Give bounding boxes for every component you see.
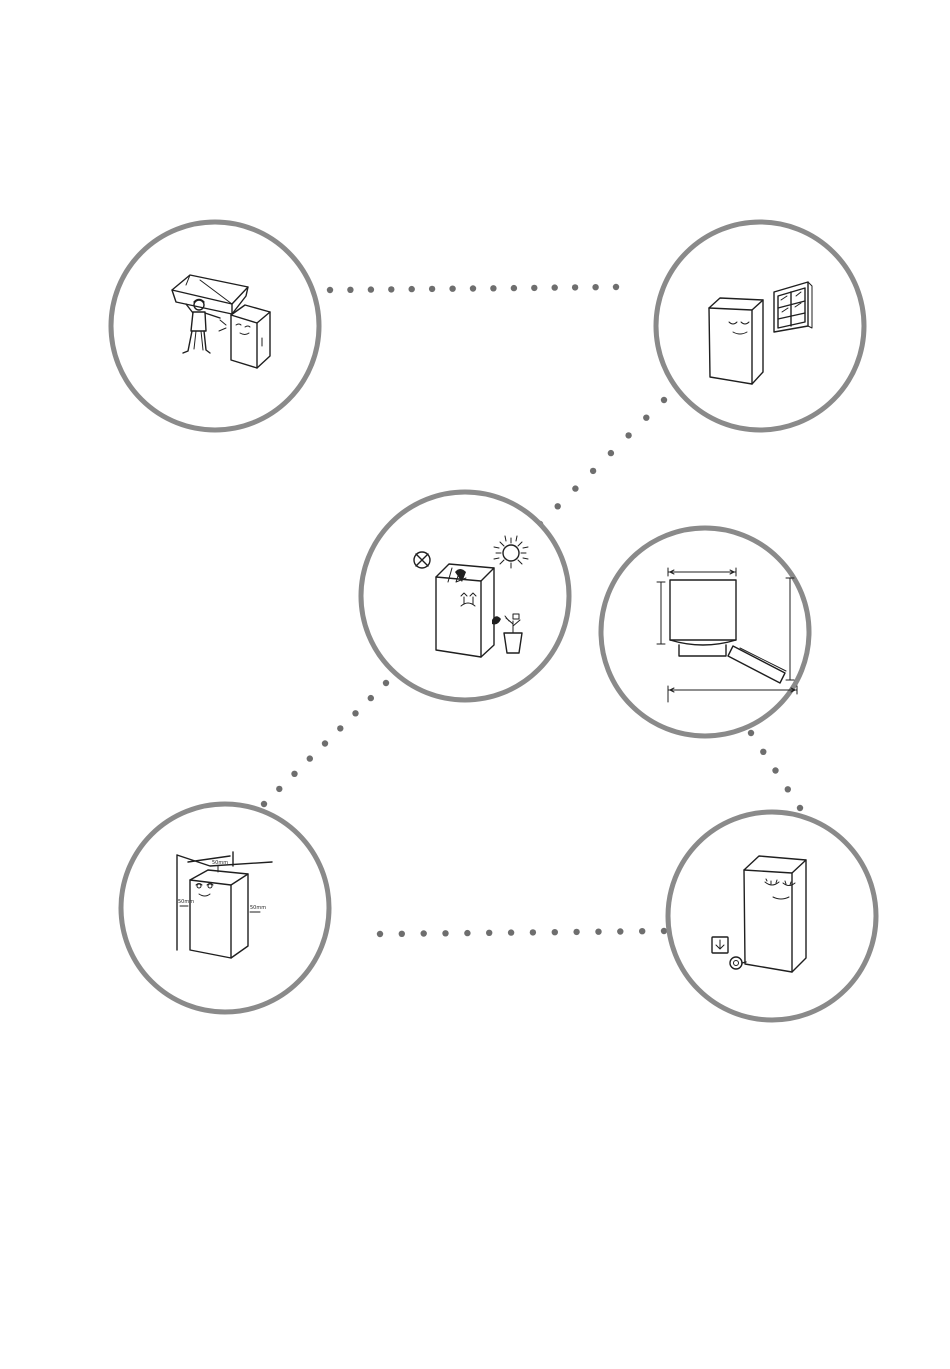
- step-ring: [361, 492, 569, 700]
- connector-dot: [337, 725, 343, 731]
- connector-dot: [530, 929, 536, 935]
- connector-dot: [327, 287, 333, 293]
- connector-dot: [383, 680, 389, 686]
- connector-dot: [511, 285, 517, 291]
- connector-dot: [552, 929, 558, 935]
- connector-dot: [797, 805, 803, 811]
- connector-dot: [531, 285, 537, 291]
- connector-dot: [276, 786, 282, 792]
- connector-dot: [261, 801, 267, 807]
- connector-3-5: [261, 680, 389, 807]
- step-ring: [601, 528, 809, 736]
- connector-dot: [449, 286, 455, 292]
- connector-dot: [661, 397, 667, 403]
- connector-dot: [322, 740, 328, 746]
- step-plug-in: [668, 812, 876, 1020]
- connector-dot: [409, 286, 415, 292]
- clearance-label-side: 50mm: [178, 899, 194, 905]
- connector-1-2: [327, 284, 619, 293]
- connector-dot: [307, 755, 313, 761]
- connector-dot: [617, 928, 623, 934]
- connector-dot: [291, 771, 297, 777]
- connector-2-3: [537, 397, 667, 527]
- connector-dot: [399, 931, 405, 937]
- connector-dot: [572, 284, 578, 290]
- connector-dot: [608, 450, 614, 456]
- step-ring: [656, 222, 864, 430]
- clearance-label-top: 50mm: [212, 860, 228, 866]
- connector-dot: [555, 503, 561, 509]
- connector-dot: [748, 730, 754, 736]
- connector-dot: [490, 285, 496, 291]
- connector-dot: [785, 786, 791, 792]
- connector-dot: [352, 710, 358, 716]
- connector-dot: [625, 432, 631, 438]
- connector-dot: [552, 284, 558, 290]
- connector-dot: [760, 749, 766, 755]
- connector-dot: [592, 284, 598, 290]
- connector-dot: [421, 930, 427, 936]
- connector-dot: [470, 285, 476, 291]
- connector-dot: [388, 286, 394, 292]
- connector-dot: [368, 286, 374, 292]
- step-ring: [121, 804, 329, 1012]
- connector-dot: [595, 929, 601, 935]
- connector-dot: [661, 928, 667, 934]
- connector-dot: [442, 930, 448, 936]
- connector-dot: [368, 695, 374, 701]
- connector-dot: [377, 931, 383, 937]
- step-ring: [668, 812, 876, 1020]
- connector-dot: [347, 287, 353, 293]
- connector-dot: [772, 767, 778, 773]
- step-dimensions: [601, 528, 809, 736]
- connector-4-6: [748, 730, 803, 811]
- connector-dot: [572, 485, 578, 491]
- step-no-sun-heat: [361, 492, 569, 700]
- step-ventilation: [656, 222, 864, 430]
- connector-dot: [429, 286, 435, 292]
- step-ring: [111, 222, 319, 430]
- connector-5-6: [377, 928, 667, 937]
- connector-dot: [573, 929, 579, 935]
- connector-dot: [508, 929, 514, 935]
- clearance-label-back: 50mm: [250, 905, 266, 911]
- step-carry-unbox: [111, 222, 319, 430]
- connector-dot: [590, 468, 596, 474]
- connector-dot: [643, 415, 649, 421]
- step-clearance: 50mm 50mm 50mm: [121, 804, 329, 1012]
- connector-dot: [486, 930, 492, 936]
- connector-dot: [464, 930, 470, 936]
- connector-dot: [639, 928, 645, 934]
- connector-dot: [613, 284, 619, 290]
